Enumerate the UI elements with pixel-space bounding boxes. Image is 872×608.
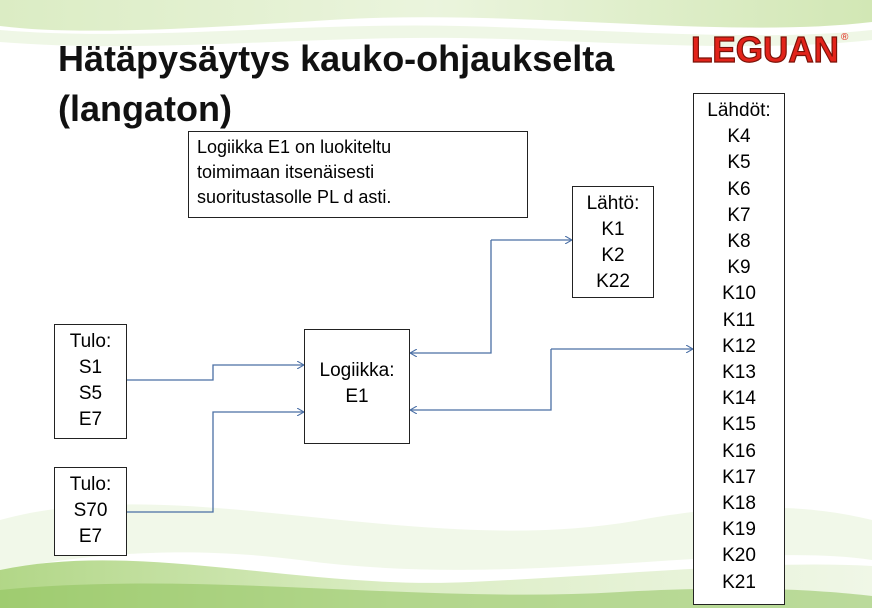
connector-input1-to-logic <box>127 365 304 381</box>
connector-logic-to-output <box>410 240 492 353</box>
top-wave-light <box>0 25 872 47</box>
outputs-item: K13 <box>722 362 756 384</box>
outputs-item: K11 <box>722 309 756 331</box>
outputs-item: K20 <box>722 545 756 567</box>
input-box-s70-e7: Tulo: S70 E7 <box>54 467 127 556</box>
logo-registered-mark: ® <box>841 32 849 43</box>
slide-title: Hätäpysäytys kauko-ohjaukselta (langaton… <box>58 34 614 134</box>
outputs-item: K16 <box>722 440 756 462</box>
note-box: Logiikka E1 on luokiteltu toimimaan itse… <box>188 131 528 218</box>
input-item: S5 <box>78 383 103 404</box>
bottom-wave-stroke <box>0 583 872 608</box>
note-line: toimimaan itsenäisesti <box>197 162 375 182</box>
logo-wordmark: LEGUAN <box>691 29 839 70</box>
outputs-item: K7 <box>727 204 751 226</box>
outputs-item: K10 <box>722 283 756 305</box>
outputs-item: K21 <box>722 571 756 593</box>
outputs-item: K6 <box>727 178 751 200</box>
logic-header: Logiikka: <box>319 360 395 381</box>
outputs-item: K18 <box>722 493 756 515</box>
input-header: Tulo: <box>69 474 112 495</box>
input-box-s1-s5-e7: Tulo: S1 S5 E7 <box>54 324 127 439</box>
input-item: S70 <box>73 500 108 521</box>
note-line: Logiikka E1 on luokiteltu <box>197 137 392 157</box>
output-box-k1-k2-k22: Lähtö: K1 K2 K22 <box>572 186 654 298</box>
outputs-item: K14 <box>722 388 756 410</box>
bottom-wave-light <box>0 504 872 570</box>
connector-logic-to-outputs <box>410 349 552 410</box>
outputs-item: K4 <box>727 126 751 148</box>
top-wave <box>0 0 872 31</box>
connector-input2-to-logic <box>127 412 304 513</box>
input-item: S1 <box>78 357 103 378</box>
outputs-item: K5 <box>727 152 751 174</box>
outputs-item: K17 <box>722 466 756 488</box>
title-line-1: Hätäpysäytys kauko-ohjaukselta <box>58 38 615 79</box>
outputs-item: K12 <box>722 335 756 357</box>
output-header: Lähtö: <box>586 193 640 214</box>
outputs-item: K15 <box>722 414 756 436</box>
outputs-item: K9 <box>727 257 751 279</box>
outputs-header: Lähdöt: <box>707 100 771 121</box>
input-item: E7 <box>78 526 103 547</box>
output-item: K2 <box>601 245 625 266</box>
outputs-item: K8 <box>727 231 751 253</box>
input-header: Tulo: <box>69 331 112 352</box>
logic-item: E1 <box>345 386 369 407</box>
output-item: K1 <box>601 219 625 240</box>
outputs-box-k4-k21: Lähdöt: K4 K5 K6 K7 K8 K9 K10 K11 K12 K1… <box>693 93 785 605</box>
outputs-item: K19 <box>722 519 756 541</box>
logic-box-e1: Logiikka: E1 <box>304 329 410 444</box>
leguan-logo: LEGUAN ® <box>690 28 849 70</box>
note-line: suoritustasolle PL d asti. <box>197 187 392 207</box>
title-line-2: (langaton) <box>58 88 232 129</box>
output-item: K22 <box>596 271 630 292</box>
input-item: E7 <box>78 409 103 430</box>
